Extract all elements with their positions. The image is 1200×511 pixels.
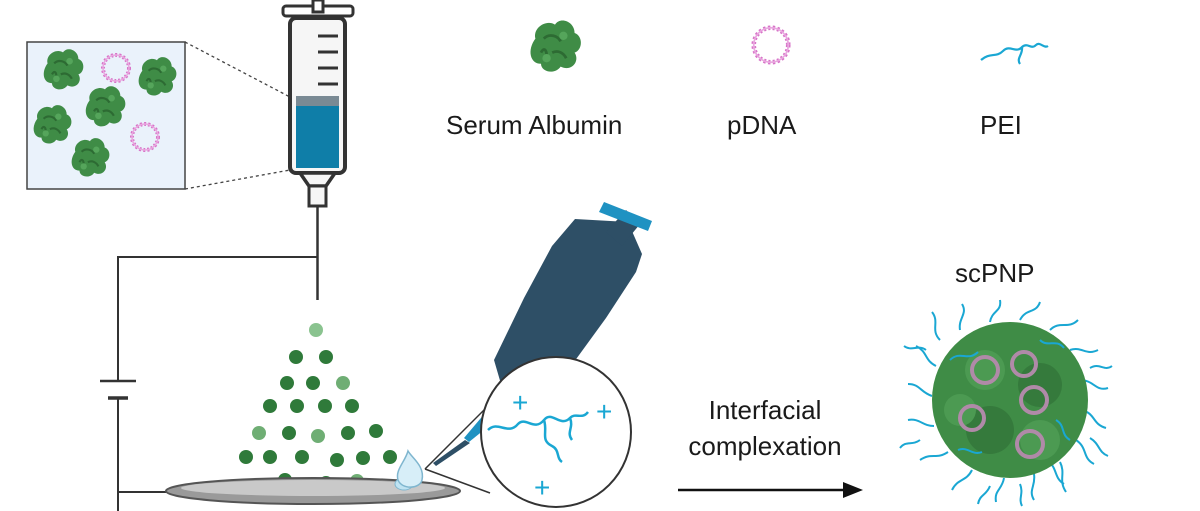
process-label-line2: complexation — [688, 431, 842, 461]
legend-label-pdna: pDNA — [727, 110, 797, 140]
process-label: Interfacial complexation — [680, 392, 850, 464]
product-label-scpnp: scPNP — [955, 258, 1035, 288]
plasmid-dna-icon — [751, 25, 791, 65]
albumin-protein-icon — [529, 19, 583, 74]
pei-droplet-icon — [396, 449, 424, 488]
syringe-contents-inset — [26, 41, 291, 190]
positive-charge-icon: + — [512, 387, 528, 418]
syringe-icon — [281, 0, 355, 300]
collector-dish — [165, 477, 461, 505]
positive-charge-icon: + — [534, 472, 550, 503]
pei-polymer-icon — [980, 42, 1049, 65]
scpnp-nanoparticle-icon — [899, 299, 1113, 507]
process-label-line1: Interfacial — [708, 395, 822, 425]
legend-label-serum-albumin: Serum Albumin — [446, 110, 623, 140]
legend-label-pei: PEI — [980, 110, 1022, 140]
positive-charge-icon: + — [596, 396, 612, 427]
droplet-spray — [239, 323, 397, 490]
process-arrow — [678, 482, 863, 498]
pei-magnified-inset: + + + — [424, 356, 632, 508]
